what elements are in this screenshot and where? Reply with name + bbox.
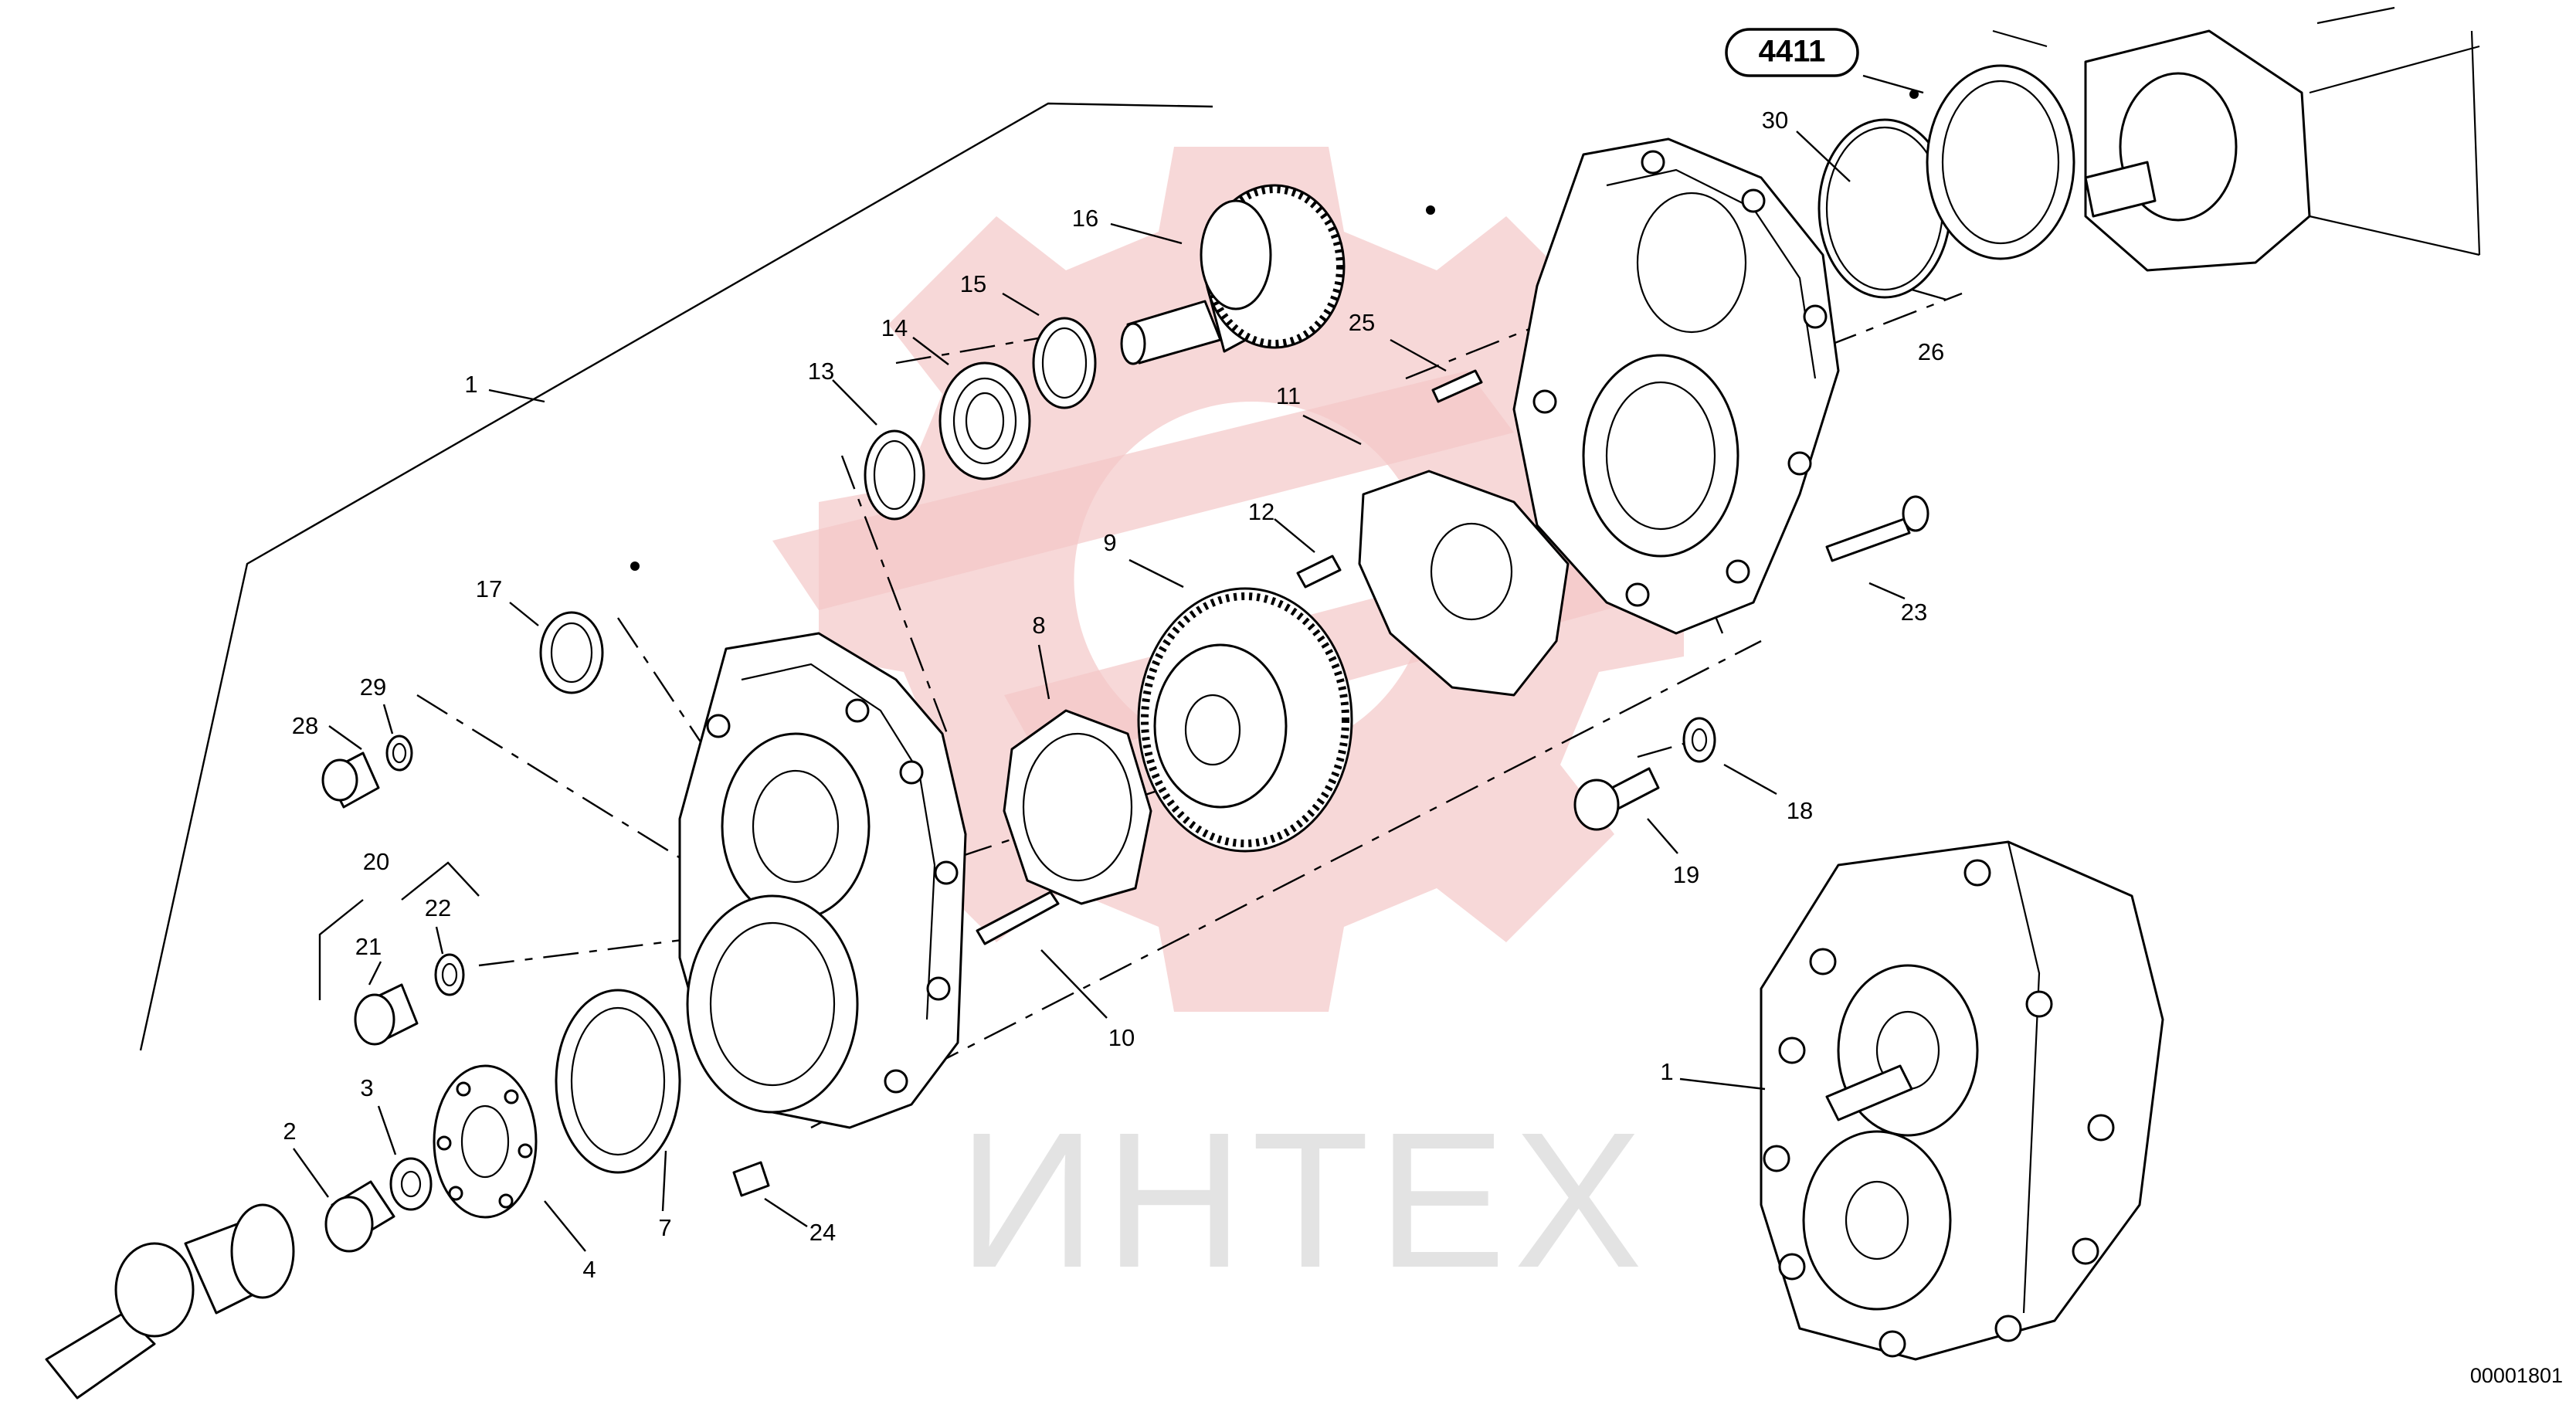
- callout-29: 29: [360, 673, 386, 701]
- watermark-text: ИНТЕХ: [958, 1092, 1650, 1308]
- part-12-pin: [1296, 555, 1342, 589]
- reference-badge-label: 4411: [1759, 35, 1826, 69]
- part-25-pin: [1431, 369, 1483, 403]
- callout-8: 8: [1032, 612, 1045, 639]
- callout-14: 14: [881, 314, 908, 341]
- part-24-nut: [732, 1161, 770, 1197]
- part-8-plate: [1003, 709, 1152, 905]
- leader-lines: [293, 74, 1947, 1252]
- part-23-bolt: [1825, 495, 1929, 562]
- left-housing-half: [678, 632, 967, 1129]
- callout-20: 20: [363, 848, 389, 875]
- callout-17: 17: [476, 575, 502, 602]
- callouts: 1 16 15 14 13 25 30 26 11 12 9 8 17 23 1…: [283, 107, 1944, 1283]
- part-13-circlip: [864, 429, 925, 521]
- callout-25: 25: [1349, 309, 1375, 336]
- callout-24: 24: [809, 1219, 836, 1246]
- part-11-cover: [1358, 470, 1570, 697]
- part-2-nut: [324, 1180, 395, 1253]
- part-29-washer: [385, 735, 413, 772]
- callout-28: 28: [292, 712, 318, 739]
- callout-13: 13: [808, 358, 834, 385]
- part-9-large-gear: [1137, 587, 1353, 853]
- part-22-washer: [434, 953, 465, 996]
- callout-19: 19: [1673, 861, 1699, 888]
- part-10-stud: [976, 891, 1060, 945]
- assembly-bracket: [139, 102, 1213, 1051]
- callout-2: 2: [283, 1118, 296, 1145]
- part-14-bearing: [938, 361, 1031, 480]
- callout-11: 11: [1276, 382, 1301, 409]
- part-18-washer: [1682, 717, 1716, 763]
- callout-21: 21: [355, 933, 382, 960]
- part-3-washer: [389, 1157, 433, 1211]
- callout-26: 26: [1918, 338, 1944, 365]
- callout-3: 3: [360, 1074, 373, 1101]
- part-21-plug: [354, 983, 419, 1046]
- callout-4: 4: [582, 1256, 596, 1283]
- mounting-housing-top-right: [1992, 6, 2481, 272]
- part-4-flange: [433, 1064, 538, 1219]
- seal-ring-4411: [1926, 64, 2075, 260]
- callout-1-assembly: 1: [1660, 1058, 1673, 1085]
- callout-10: 10: [1108, 1024, 1135, 1051]
- drive-shaft-universal-joint: [45, 1203, 295, 1400]
- callout-23: 23: [1901, 599, 1927, 626]
- callout-30: 30: [1762, 107, 1788, 134]
- part-19-bolt: [1573, 767, 1660, 831]
- callout-9: 9: [1103, 529, 1116, 556]
- part-15-circlip: [1032, 317, 1097, 409]
- part-7-seal: [555, 989, 681, 1174]
- callout-16: 16: [1072, 205, 1098, 232]
- right-housing-half: [1512, 137, 1840, 635]
- callout-1-main: 1: [464, 371, 477, 398]
- callout-18: 18: [1787, 797, 1813, 824]
- callout-15: 15: [960, 270, 986, 297]
- callout-7: 7: [658, 1214, 671, 1241]
- reference-badge: 4411: [1725, 28, 1859, 77]
- assembled-unit: [1760, 840, 2164, 1361]
- reference-dots: [630, 90, 1919, 571]
- callout-22: 22: [425, 894, 451, 921]
- callout-12: 12: [1248, 498, 1274, 525]
- part-28-plug: [321, 751, 380, 809]
- part-17-seal: [539, 611, 604, 694]
- drawing-code: 00001801: [2470, 1364, 2563, 1387]
- part-16-pinion-shaft: [1120, 184, 1346, 365]
